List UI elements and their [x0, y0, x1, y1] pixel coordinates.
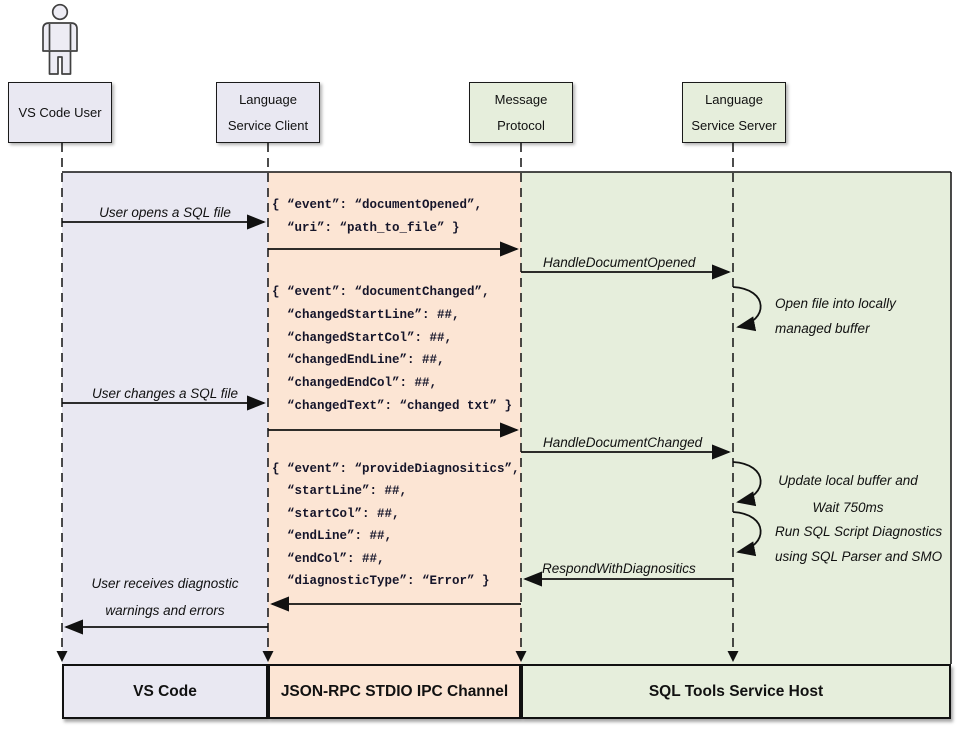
- label-user-opens: User opens a SQL file: [99, 205, 231, 220]
- json-message-document-changed: { “event”: “documentChanged”, “changedSt…: [272, 285, 513, 413]
- json-message-provide-diagnostics: { “event”: “provideDiagnositics”, “start…: [272, 462, 520, 589]
- label-user-receives: User receives diagnostic warnings and er…: [91, 576, 239, 618]
- label-update-buffer-note: Update local buffer and Wait 750ms: [778, 473, 918, 515]
- label-handle-document-opened: HandleDocumentOpened: [543, 255, 696, 270]
- footer-label-sql-tools-host: SQL Tools Service Host: [648, 682, 824, 700]
- json-message-document-opened: { “event”: “documentOpened”, “uri”: “pat…: [272, 198, 483, 235]
- footer-box-ipc-channel: JSON-RPC STDIO IPC Channel: [268, 664, 521, 719]
- footer-box-sql-tools-host: SQL Tools Service Host: [521, 664, 951, 719]
- actor-arms: [48, 24, 72, 50]
- label-handle-document-changed: HandleDocumentChanged: [543, 435, 703, 450]
- lane-sql-tools-host: [521, 172, 951, 664]
- actor-head: [51, 3, 69, 21]
- footer-box-vscode: VS Code: [62, 664, 268, 719]
- actor-torso: [42, 22, 78, 52]
- actor-box-language-service-server: Language Service Server: [682, 82, 786, 143]
- actor-label-language-service-server: Language Service Server: [691, 91, 777, 133]
- user-actor-icon: [42, 3, 78, 75]
- actor-label-vscode-user: VS Code User: [18, 104, 102, 120]
- actor-label-message-protocol: Message Protocol: [494, 91, 548, 133]
- label-run-diagnostics-note: Run SQL Script Diagnostics using SQL Par…: [775, 524, 943, 564]
- label-open-file-note: Open file into locally managed buffer: [775, 296, 896, 336]
- label-user-changes: User changes a SQL file: [91, 386, 239, 401]
- actor-box-message-protocol: Message Protocol: [469, 82, 573, 143]
- footer-label-vscode: VS Code: [133, 682, 197, 700]
- label-respond-with-diagnostics: RespondWithDiagnositics: [542, 561, 696, 576]
- actor-label-language-service-client: Language Service Client: [227, 91, 309, 133]
- lane-vscode: [62, 172, 268, 664]
- footer-label-ipc-channel: JSON-RPC STDIO IPC Channel: [280, 682, 509, 700]
- actor-box-vscode-user: VS Code User: [8, 82, 112, 143]
- actor-box-language-service-client: Language Service Client: [216, 82, 320, 143]
- actor-legs: [48, 51, 72, 75]
- lane-ipc-channel: [268, 172, 521, 664]
